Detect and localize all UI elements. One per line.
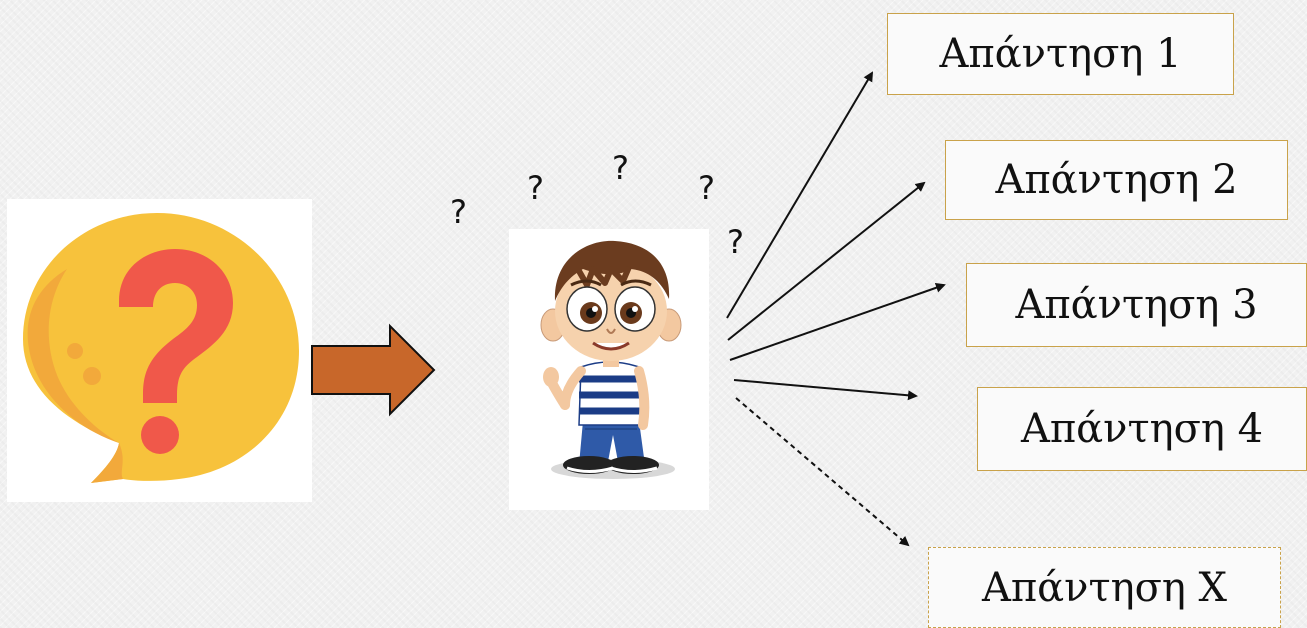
block-arrow-icon: [311, 323, 436, 417]
question-mark: ?: [727, 223, 744, 261]
question-glyph-icon: [119, 249, 233, 403]
answer-box-1: Απάντηση 1: [887, 13, 1234, 95]
arrow-to-answer-1: [726, 71, 874, 319]
boy-illustration-icon: [540, 240, 682, 479]
arrow-to-answer-3: [729, 282, 946, 361]
answer-box-2: Απάντηση 2: [945, 140, 1288, 220]
arrow-to-answer-4: [733, 379, 918, 401]
question-mark: ?: [527, 169, 544, 207]
question-mark: ?: [450, 193, 467, 231]
confused-boy-card: [509, 229, 709, 510]
answer-box-x: Απάντηση X: [928, 547, 1281, 628]
arrow-to-answer-x: [735, 397, 910, 547]
answer-box-3: Απάντηση 3: [966, 263, 1307, 347]
question-mark: ?: [698, 169, 715, 207]
question-bubble-icon: [23, 213, 299, 483]
question-bubble-card: [7, 199, 312, 502]
answer-box-4: Απάντηση 4: [977, 387, 1307, 471]
question-mark: ?: [612, 149, 629, 187]
arrow-to-answer-2: [727, 181, 926, 341]
